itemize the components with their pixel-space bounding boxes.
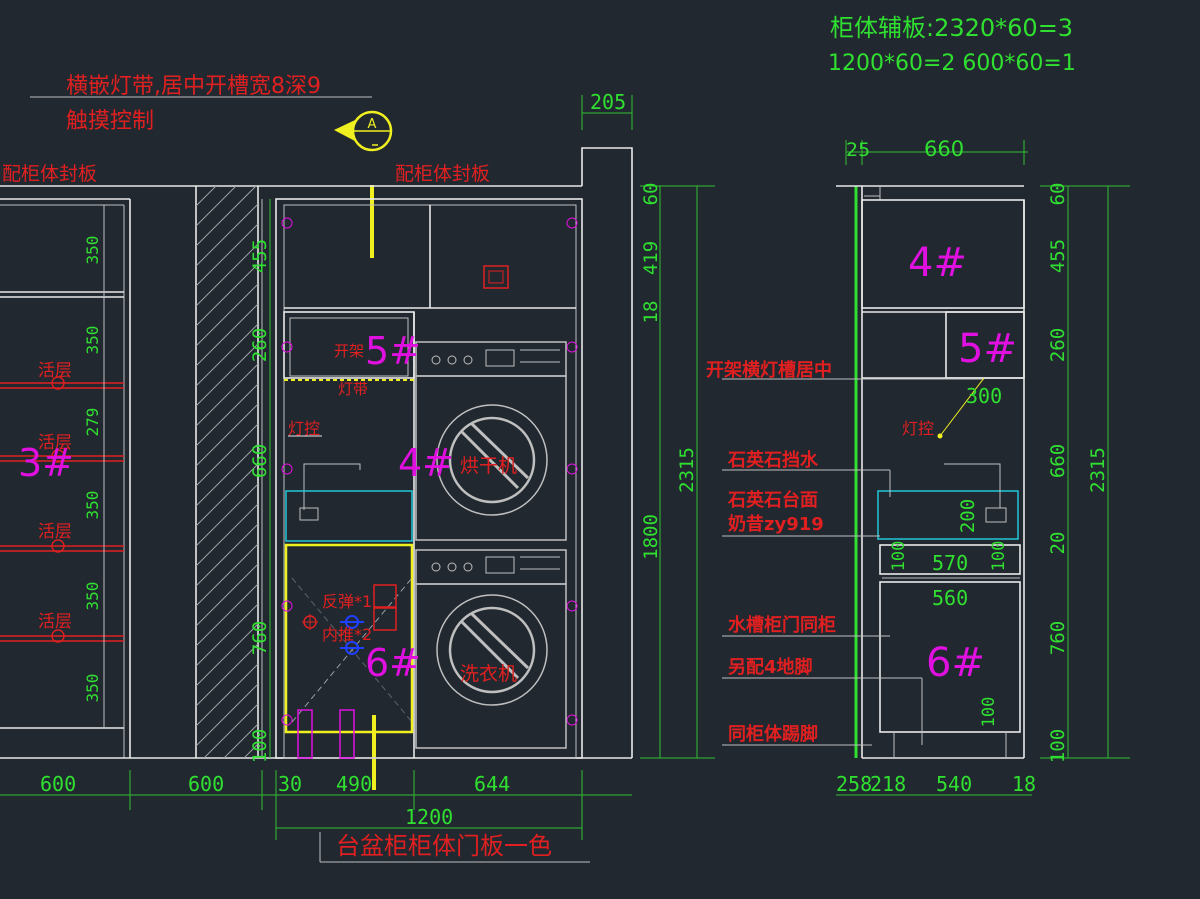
section-marker-label: A — [368, 117, 377, 132]
dim-side-100: 100 — [1047, 729, 1069, 763]
dim-205: 205 — [590, 90, 626, 114]
bottom-dims: 600 600 30 490 644 1200 — [0, 770, 632, 863]
cabinet-number-5: 5# — [365, 329, 421, 373]
dim-side-260: 260 — [1047, 328, 1069, 362]
side-sink-door-label: 水槽柜门同柜 — [728, 614, 836, 636]
side-open-rack-label: 开架横灯槽居中 — [706, 359, 832, 381]
shelf-label-3: 活层 — [38, 522, 72, 542]
shelf-label-2: 活层 — [38, 433, 72, 453]
sink-cabinet-note: 台盆柜柜体门板一色 — [336, 832, 552, 860]
dim-right-2315: 2315 — [676, 447, 698, 493]
light-strip-label: 灯带 — [338, 380, 368, 398]
dim-left-279: 279 — [83, 408, 102, 437]
dim-side-455: 455 — [1047, 239, 1069, 273]
side-vertical-dims: 60 455 260 660 20 760 100 2315 200 100 1… — [889, 183, 1109, 764]
dim-left-350-c: 350 — [83, 491, 102, 520]
dim-side-570: 570 — [932, 551, 968, 575]
side-light-control-label: 灯控 — [902, 419, 934, 438]
cabinet-number-6: 6# — [365, 641, 421, 685]
dryer-appliance — [415, 341, 567, 541]
dim-side-200: 200 — [957, 499, 979, 533]
mid-column-dims: 455 260 660 760 100 — [249, 199, 271, 763]
left-column-dims: 350 350 279 350 350 350 — [83, 236, 102, 703]
dim-right-60: 60 — [640, 183, 662, 206]
side-cabinet-number-4: 4# — [908, 240, 967, 286]
shelf-label-1: 活层 — [38, 361, 72, 381]
top-dim-205: 205 — [581, 90, 633, 130]
cabinet-number-4: 4# — [398, 441, 454, 485]
dim-side-25: 25 — [846, 139, 870, 161]
dim-side-760: 760 — [1047, 621, 1069, 655]
dim-644: 644 — [474, 772, 510, 796]
dim-490: 490 — [336, 772, 372, 796]
dim-right-419: 419 — [640, 241, 662, 275]
dim-left-350-e: 350 — [83, 674, 102, 703]
light-strip-note-line1: 横嵌灯带,居中开槽宽8深9 — [66, 74, 321, 99]
dim-side-60: 60 — [1047, 183, 1069, 206]
washer-appliance — [415, 549, 567, 749]
dim-1200: 1200 — [405, 805, 453, 829]
side-cabinet-number-5: 5# — [958, 326, 1017, 372]
dim-side-100-b: 100 — [989, 541, 1009, 572]
side-feet-label: 另配4地脚 — [728, 656, 813, 678]
dryer-label: 烘干机 — [460, 455, 517, 477]
dim-side-660: 660 — [1047, 444, 1069, 478]
dim-left-350-d: 350 — [83, 582, 102, 611]
side-section-view — [722, 140, 1130, 796]
dim-mid-260: 260 — [249, 328, 271, 362]
dim-mid-660: 660 — [249, 444, 271, 478]
seal-board-label-mid: 配柜体封板 — [395, 163, 490, 185]
shelf-label-4: 活层 — [38, 612, 72, 632]
dim-600-a: 600 — [40, 772, 76, 796]
dim-side-540: 540 — [936, 772, 972, 796]
aux-board-note-line1: 柜体辅板:2320*60=3 — [830, 14, 1073, 42]
dim-600-b: 600 — [188, 772, 224, 796]
dim-side-560: 560 — [932, 586, 968, 610]
dim-side-218: 218 — [870, 772, 906, 796]
main-cabinet-elevation — [275, 147, 633, 759]
side-quartz-top-label: 石英石台面 — [727, 489, 818, 511]
dim-left-350-b: 350 — [83, 326, 102, 355]
rebound-label: 反弹*1 — [322, 592, 372, 611]
dim-side-100-c: 100 — [979, 697, 999, 728]
light-control-label: 灯控 — [288, 419, 320, 438]
open-rack-label: 开架 — [334, 342, 364, 360]
cabinet-number-3: 3# — [18, 441, 74, 485]
washer-label: 洗衣机 — [460, 663, 517, 685]
dim-side-2315: 2315 — [1087, 447, 1109, 493]
dim-mid-455: 455 — [249, 239, 271, 273]
section-marker-icon: A — [334, 110, 393, 152]
dim-side-660-top: 660 — [924, 137, 964, 161]
dim-mid-100: 100 — [249, 729, 271, 763]
hatched-wall — [195, 186, 263, 758]
aux-board-note-line2: 1200*60=2 600*60=1 — [828, 51, 1076, 76]
dim-side-20: 20 — [1047, 532, 1069, 555]
side-cabinet-number-6: 6# — [926, 640, 985, 686]
dim-30: 30 — [278, 772, 302, 796]
light-strip-note-line2: 触摸控制 — [66, 109, 154, 134]
right-column-dims: 60 419 18 1800 2315 — [640, 183, 715, 759]
side-quartz-splash-label: 石英石挡水 — [727, 449, 819, 471]
dim-mid-760: 760 — [249, 621, 271, 655]
dim-right-18: 18 — [640, 301, 662, 324]
side-quartz-color-label: 奶昔zy919 — [728, 513, 824, 535]
dim-right-1800: 1800 — [640, 514, 662, 560]
dim-side-258: 258 — [836, 772, 872, 796]
dim-left-350-a: 350 — [83, 236, 102, 265]
dim-side-300: 300 — [966, 384, 1002, 408]
dim-side-18: 18 — [1012, 772, 1036, 796]
inner-push-label: 内推*2 — [322, 625, 372, 644]
side-kick-label: 同柜体踢脚 — [728, 723, 818, 745]
seal-board-label-left: 配柜体封板 — [2, 163, 97, 185]
dim-side-100-a: 100 — [889, 541, 909, 572]
